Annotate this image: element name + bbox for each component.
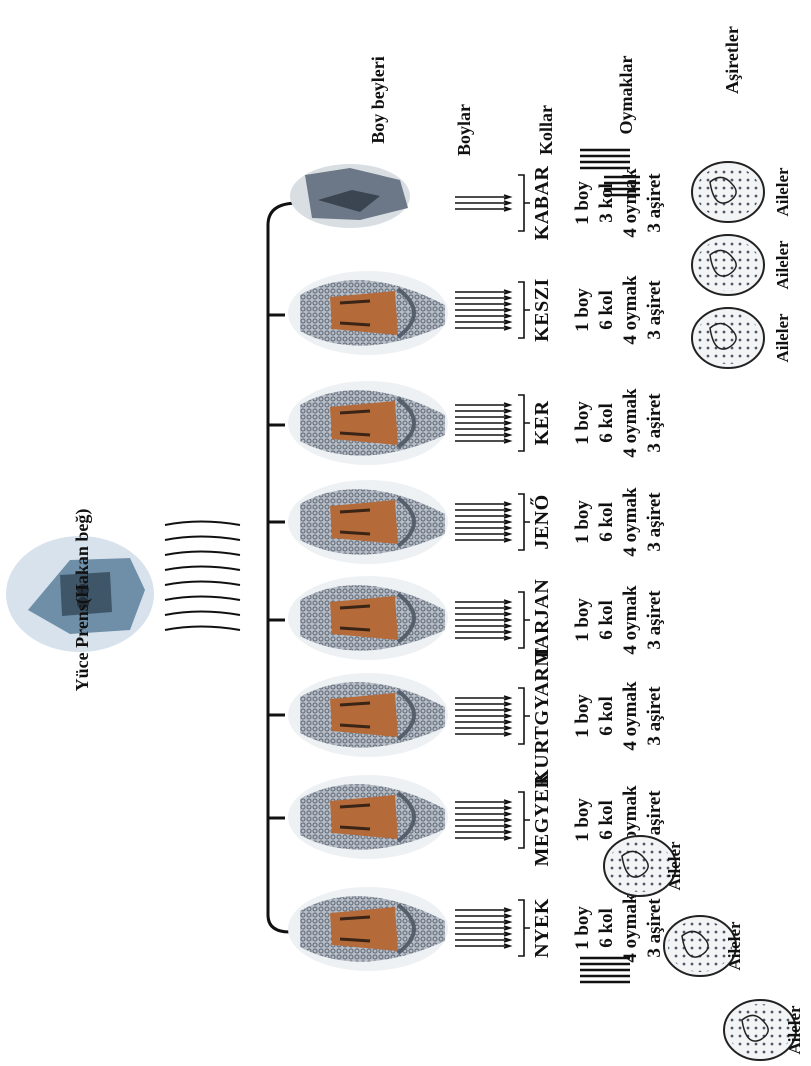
leader-portrait — [6, 536, 154, 652]
family-label: Aileler — [773, 240, 792, 290]
tribe-name: NYEK — [531, 898, 553, 958]
tribe-bracket — [518, 281, 530, 339]
family-label: Aileler — [725, 921, 744, 971]
tribe-name: TARJAN — [531, 579, 553, 662]
tribe-kol: 6 kol — [596, 908, 617, 948]
tribe-boy: 1 boy — [572, 288, 593, 332]
warrior-helmet-icon — [288, 381, 448, 465]
family-label: Aileler — [785, 1005, 804, 1055]
tribe-bracket — [518, 791, 530, 849]
leader-title: Yüce Prens(Hakan beğ) — [72, 509, 93, 692]
tribes-label: Boylar — [454, 104, 474, 156]
arrow-bundle-icon — [455, 599, 513, 641]
tribe-kol: 6 kol — [596, 403, 617, 443]
warrior-helmet-icon — [288, 673, 448, 757]
chief-portraits — [288, 271, 448, 971]
tribe-bracket — [518, 174, 530, 232]
tribe-bracket — [518, 899, 530, 957]
tribe-kol: 6 kol — [596, 800, 617, 840]
tribe-boy: 1 boy — [572, 694, 593, 738]
warrior-helmet-icon — [288, 480, 448, 564]
tribe-asiret: 3 aşiret — [644, 590, 665, 650]
tribe-boy: 1 boy — [572, 181, 593, 225]
arrow-bundle-icon — [455, 194, 513, 212]
tribe-kol: 6 kol — [596, 290, 617, 330]
tribe-name: KABAR — [531, 166, 553, 241]
arrow-bundle-icon — [455, 402, 513, 444]
tribe-boy: 1 boy — [572, 906, 593, 950]
branches-label: Kollar — [536, 105, 556, 155]
tribe-boy: 1 boy — [572, 500, 593, 544]
warrior-helmet-icon — [288, 775, 448, 859]
tribe-oymak: 4 oymak — [620, 388, 641, 458]
tribe-asiret: 3 aşiret — [644, 790, 665, 850]
tribe-oymak: 4 oymak — [620, 681, 641, 751]
tribe-asiret: 3 aşiret — [644, 393, 665, 453]
family-circle-icon — [603, 835, 677, 897]
horseman-icon — [290, 164, 410, 228]
tribe-name: JENŐ — [529, 494, 553, 549]
arrow-bundle-icon — [455, 695, 513, 737]
tribe-bracket — [518, 591, 530, 649]
family-circle-icon — [691, 161, 765, 223]
family-groups: AilelerAilelerAilelerAilelerAilelerAilel… — [603, 161, 804, 1061]
tribe-asiret: 3 aşiret — [644, 898, 665, 958]
tribe-name: KURTGYARM — [531, 647, 553, 785]
tribe-kol: 6 kol — [596, 696, 617, 736]
family-circle-icon — [691, 234, 765, 296]
tribe-asiret: 3 aşiret — [644, 492, 665, 552]
tribe-name: KESZI — [531, 278, 553, 342]
tribe-oymak: 4 oymak — [620, 168, 641, 238]
asirets-label: Aşiretler — [722, 26, 742, 94]
tribe-kol: 3 kol — [596, 183, 617, 223]
tribe-bracket — [518, 493, 530, 551]
tribe-asiret: 3 aşiret — [644, 280, 665, 340]
tribe-name: MEGYER — [531, 773, 553, 866]
tribe-name: KER — [531, 401, 553, 446]
tribe-asiret: 3 aşiret — [644, 686, 665, 746]
tribe-boy: 1 boy — [572, 598, 593, 642]
tribe-oymak: 4 oymak — [620, 893, 641, 963]
tribe-bracket — [518, 687, 530, 745]
tribe-kol: 6 kol — [596, 502, 617, 542]
hierarchy-bracket — [266, 201, 299, 934]
tribe-bracket — [518, 394, 530, 452]
leader-arrow-bundle — [164, 520, 241, 631]
warrior-helmet-icon — [288, 887, 448, 971]
family-circle-icon — [663, 915, 737, 977]
tribe-asiret: 3 aşiret — [644, 173, 665, 233]
clans-label: Oymaklar — [616, 55, 636, 134]
arrow-bundle-icon — [455, 907, 513, 949]
tribe-oymak: 4 oymak — [620, 585, 641, 655]
arrow-bundle-icon — [455, 501, 513, 543]
chiefs-label: Boy beyleri — [368, 56, 388, 144]
family-label: Aileler — [773, 167, 792, 217]
family-circle-icon — [723, 999, 797, 1061]
warrior-helmet-icon — [288, 576, 448, 660]
family-circle-icon — [691, 307, 765, 369]
warrior-helmet-icon — [288, 271, 448, 355]
bottom-clan-arrows — [580, 956, 630, 984]
tribe-boy: 1 boy — [572, 401, 593, 445]
family-label: Aileler — [665, 841, 684, 891]
tribe-oymak: 4 oymak — [620, 487, 641, 557]
family-label: Aileler — [773, 313, 792, 363]
tribe-boy: 1 boy — [572, 798, 593, 842]
tribe-oymak: 4 oymak — [620, 275, 641, 345]
tribe-kol: 6 kol — [596, 600, 617, 640]
arrow-bundle-icon — [455, 799, 513, 841]
top-clan-arrows — [580, 148, 640, 197]
arrow-bundle-icon — [455, 289, 513, 331]
